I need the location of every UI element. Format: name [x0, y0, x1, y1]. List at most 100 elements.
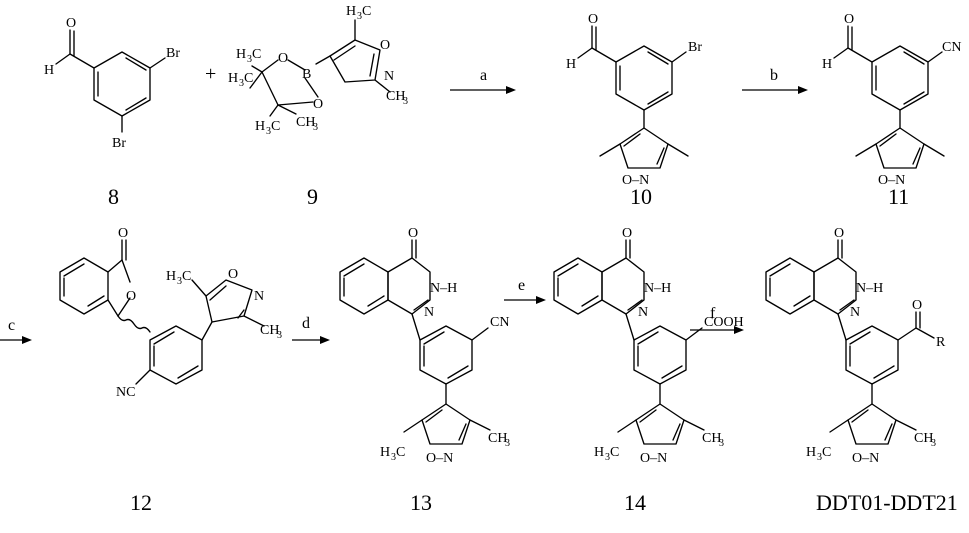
atom-label: C [182, 269, 191, 284]
atom-label: O [912, 298, 922, 313]
atom-label: COOH [704, 315, 744, 330]
atom-label: CH [702, 431, 721, 446]
atom-subscript: 3 [357, 11, 362, 22]
atom-label: O–N [852, 451, 879, 466]
atom-label: O [126, 289, 136, 304]
atom-label: H [806, 445, 816, 460]
atom-subscript: 3 [931, 438, 936, 449]
compound-ddt-structure: O N–H N O R H 3 C CH 3 O–N [765, 226, 946, 466]
atom-label: O [313, 97, 323, 112]
compound-label-ddt: DDT01-DDT21 [816, 490, 958, 515]
atom-subscript: 3 [719, 438, 724, 449]
atom-subscript: 3 [177, 276, 182, 287]
atom-label: N–H [430, 281, 457, 296]
atom-label: O [588, 12, 598, 27]
atom-label: CN [490, 315, 509, 330]
atom-label: C [362, 4, 371, 19]
step-label-f: f [710, 305, 716, 322]
atom-label: O [408, 226, 418, 241]
arrowhead-icon [536, 296, 546, 304]
plus-sign: + [205, 63, 216, 85]
atom-label: O [380, 38, 390, 53]
compound-label-13: 13 [410, 490, 432, 515]
atom-label: C [822, 445, 831, 460]
atom-subscript: 3 [239, 78, 244, 89]
atom-label: NC [116, 385, 135, 400]
compound-13-structure: O N–H N CN H 3 C CH 3 O–N [339, 226, 510, 466]
atom-label: C [396, 445, 405, 460]
step-label-e: e [518, 277, 525, 294]
compound-8-structure: O H Br Br [44, 16, 180, 151]
atom-label: H [822, 57, 832, 72]
atom-label: H [228, 71, 238, 86]
atom-label: O [118, 226, 128, 241]
atom-label: O [844, 12, 854, 27]
arrowhead-icon [506, 86, 516, 94]
atom-label: CH [260, 323, 279, 338]
atom-subscript: 3 [277, 330, 282, 341]
arrowhead-icon [798, 86, 808, 94]
compound-9-structure: B O O O N H 3 C CH 3 H 3 C H 3 C H 3 C C… [228, 4, 408, 137]
atom-subscript: 3 [605, 452, 610, 463]
atom-label: O–N [878, 173, 905, 188]
atom-label: N [384, 69, 394, 84]
atom-label: O–N [640, 451, 667, 466]
atom-label: N–H [856, 281, 883, 296]
atom-label: N [638, 305, 648, 320]
step-label-d: d [302, 315, 310, 332]
atom-subscript: 3 [817, 452, 822, 463]
atom-label: N [850, 305, 860, 320]
compound-label-10: 10 [630, 184, 652, 209]
atom-label: O [622, 226, 632, 241]
atom-label: H [44, 63, 54, 78]
atom-label: H [566, 57, 576, 72]
compound-10-structure: O H Br O–N [566, 12, 702, 188]
atom-label: R [936, 335, 946, 350]
atom-label: O [228, 267, 238, 282]
arrowhead-icon [22, 336, 32, 344]
atom-label: H [594, 445, 604, 460]
step-label-a: a [480, 67, 487, 84]
atom-label: N [424, 305, 434, 320]
arrowhead-icon [320, 336, 330, 344]
compound-label-9: 9 [307, 184, 318, 209]
compound-label-14: 14 [624, 490, 646, 515]
atom-label: CH [914, 431, 933, 446]
compound-label-12: 12 [130, 490, 152, 515]
atom-label: H [166, 269, 176, 284]
compound-label-8: 8 [108, 184, 119, 209]
atom-subscript: 3 [247, 54, 252, 65]
atom-label: O [278, 51, 288, 66]
atom-label: N [254, 289, 264, 304]
atom-label: C [610, 445, 619, 460]
atom-label: H [236, 47, 246, 62]
compound-12-structure: O O NC O N H 3 C CH 3 [59, 226, 282, 400]
atom-label: H [346, 4, 356, 19]
atom-subscript: 3 [403, 96, 408, 107]
atom-label: O [66, 16, 76, 31]
atom-label: H [380, 445, 390, 460]
atom-label: Br [112, 136, 126, 151]
atom-label: B [302, 67, 311, 82]
atom-label: CH [296, 115, 315, 130]
atom-label: H [255, 119, 265, 134]
atom-subscript: 3 [313, 122, 318, 133]
atom-label: CN [942, 40, 961, 55]
atom-label: C [271, 119, 280, 134]
atom-subscript: 3 [505, 438, 510, 449]
step-label-b: b [770, 67, 778, 84]
atom-label: Br [166, 46, 180, 61]
atom-label: O [834, 226, 844, 241]
atom-label: CH [488, 431, 507, 446]
compound-label-11: 11 [888, 184, 909, 209]
compound-11-structure: O H CN O–N [822, 12, 961, 188]
atom-label: CH [386, 89, 405, 104]
atom-subscript: 3 [266, 126, 271, 137]
atom-label: C [252, 47, 261, 62]
atom-label: C [244, 71, 253, 86]
atom-subscript: 3 [391, 452, 396, 463]
atom-label: Br [688, 40, 702, 55]
atom-label: O–N [622, 173, 649, 188]
